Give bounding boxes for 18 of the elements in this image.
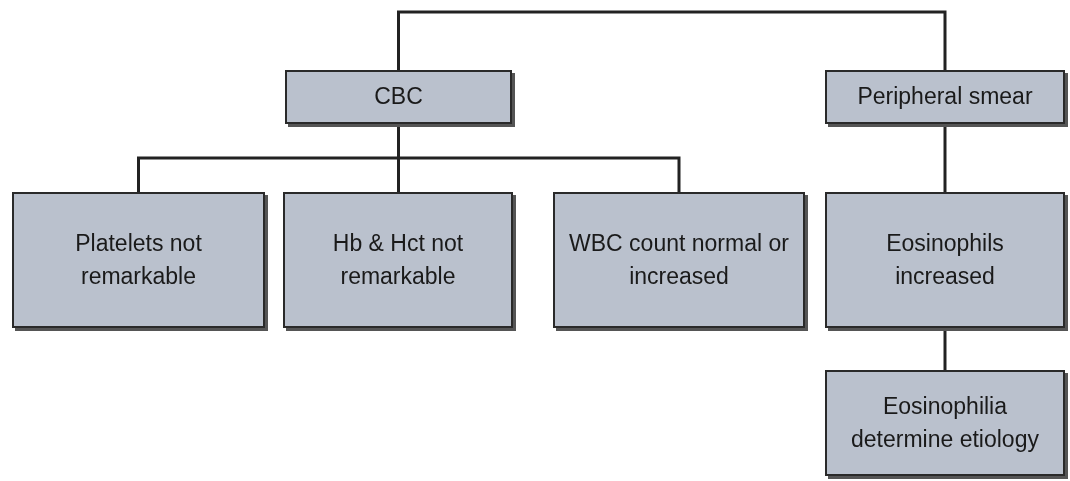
box-label: Platelets not remarkable (74, 228, 203, 291)
connector-line (397, 124, 681, 192)
process-box (825, 192, 1065, 328)
box-label: WBC count normal or increased (568, 228, 790, 291)
process-box (12, 192, 265, 328)
box-label: Peripheral smear (857, 82, 1033, 112)
process-box (285, 70, 512, 124)
connector-line (943, 124, 947, 192)
box-label: Eosinophils increased (885, 228, 1005, 291)
box-label: Hb & Hct not remarkable (331, 228, 465, 291)
process-box (553, 192, 805, 328)
process-box (825, 70, 1065, 124)
connector-line (943, 328, 947, 370)
process-box (825, 370, 1065, 476)
box-label: Eosinophilia determine etiology (850, 391, 1040, 454)
box-label: CBC (374, 82, 423, 112)
process-box (283, 192, 513, 328)
connector-line (397, 10, 947, 70)
